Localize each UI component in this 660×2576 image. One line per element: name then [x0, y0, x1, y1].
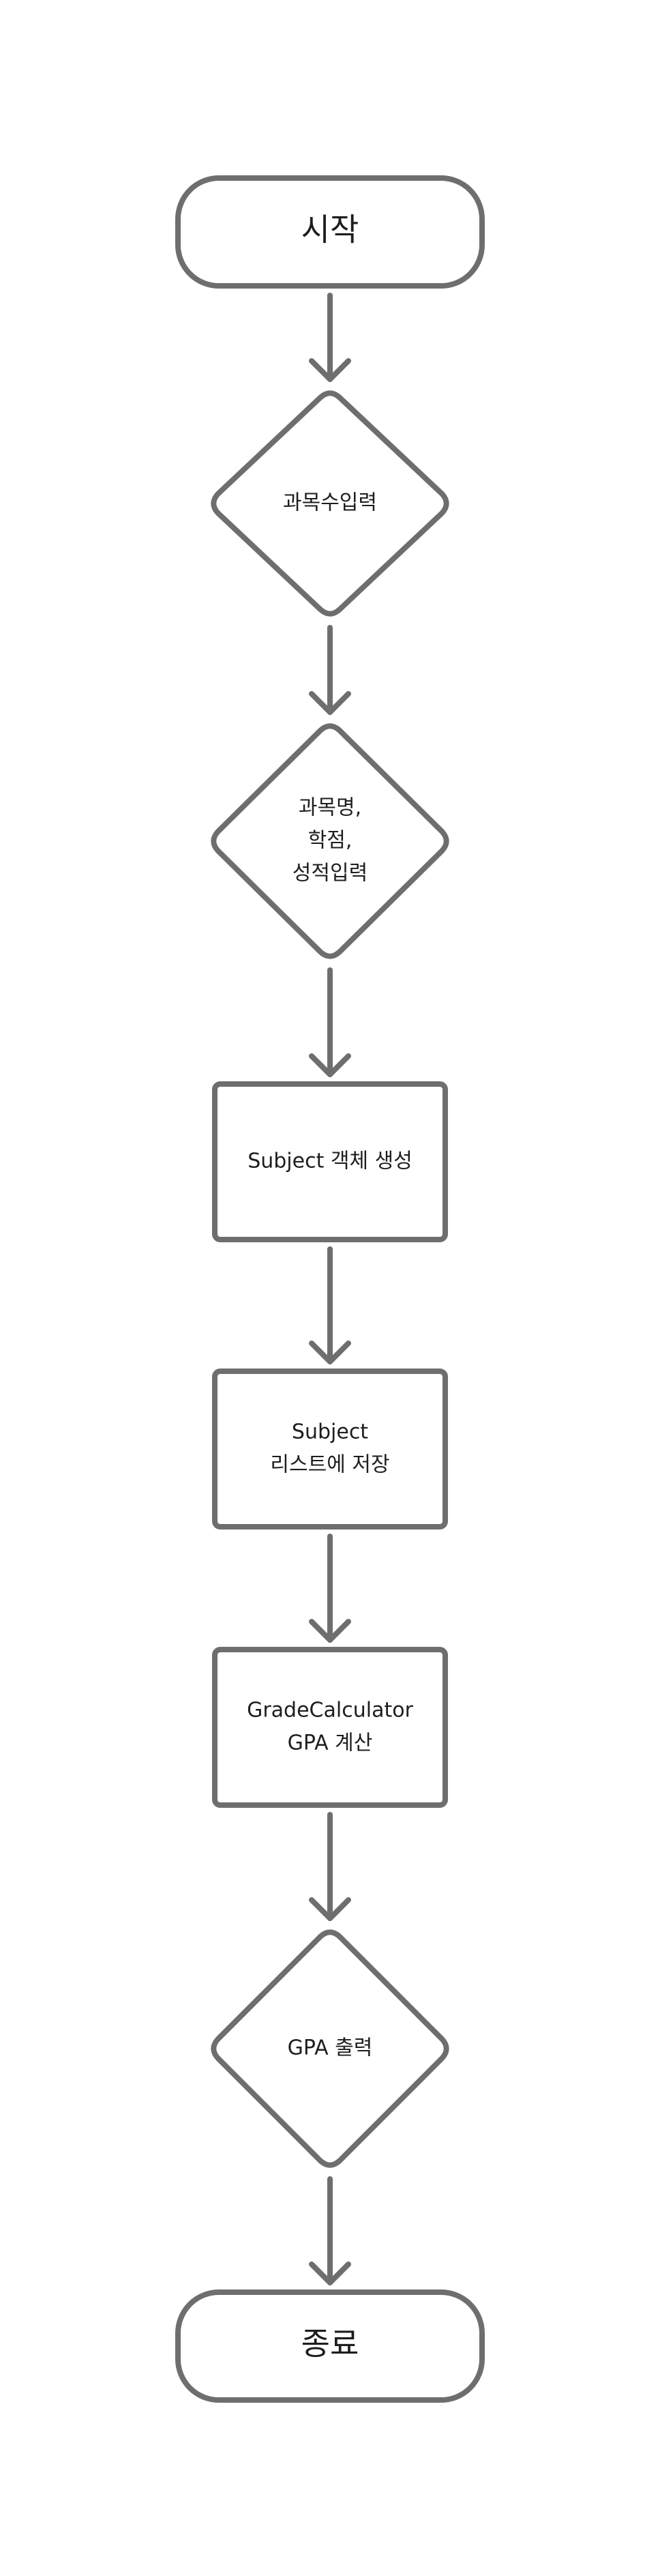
node-input-count: 과목수입력 — [211, 390, 449, 617]
node-label: Subject 객체 생성 — [247, 1150, 412, 1173]
node-save-list: Subject 리스트에 저장 — [212, 1368, 448, 1530]
node-label: GPA 계산 — [288, 1731, 373, 1755]
arrow-head-icon — [309, 1897, 351, 1921]
node-label: 시작 — [301, 211, 359, 248]
terminal-shape — [175, 2289, 485, 2403]
node-label: 학점, — [308, 829, 352, 853]
node-label: 리스트에 저장 — [270, 1453, 389, 1477]
node-print-gpa: GPA 출력 — [211, 1929, 449, 2168]
arrow-head-icon — [309, 2262, 351, 2285]
process-box — [212, 1368, 448, 1530]
node-label: 과목수입력 — [283, 491, 377, 515]
arrow-head-icon — [309, 1619, 351, 1643]
node-label: 종료 — [301, 2326, 359, 2362]
arrow-head-icon — [309, 358, 351, 382]
node-label: GradeCalculator — [247, 1699, 413, 1723]
arrow-head-icon — [309, 1341, 351, 1364]
decision-diamond — [211, 390, 449, 617]
decision-diamond — [211, 723, 449, 959]
node-label: GPA 출력 — [288, 2036, 373, 2060]
node-label: Subject — [292, 1420, 368, 1444]
process-box — [212, 1081, 448, 1242]
node-label: 성적입력 — [292, 862, 368, 886]
connectors-layer — [309, 293, 351, 2285]
arrow-head-icon — [309, 1053, 351, 1077]
process-box — [212, 1647, 448, 1808]
terminal-shape — [175, 175, 485, 289]
node-label: 과목명, — [299, 796, 361, 820]
arrow-start-to-input-count — [309, 293, 351, 382]
arrow-create-subject-to-save-list — [309, 1246, 351, 1364]
node-create-subject: Subject 객체 생성 — [212, 1081, 448, 1242]
node-end: 종료 — [175, 2289, 485, 2403]
arrow-save-list-to-calc-gpa — [309, 1534, 351, 1643]
node-input-details: 과목명, 학점, 성적입력 — [211, 723, 449, 959]
node-start: 시작 — [175, 175, 485, 289]
arrow-print-gpa-to-end — [309, 2176, 351, 2285]
arrow-input-count-to-input-details — [309, 625, 351, 715]
arrow-head-icon — [309, 691, 351, 715]
decision-diamond — [211, 1929, 449, 2168]
arrow-calc-gpa-to-print-gpa — [309, 1812, 351, 1921]
arrow-input-details-to-create-subject — [309, 967, 351, 1077]
